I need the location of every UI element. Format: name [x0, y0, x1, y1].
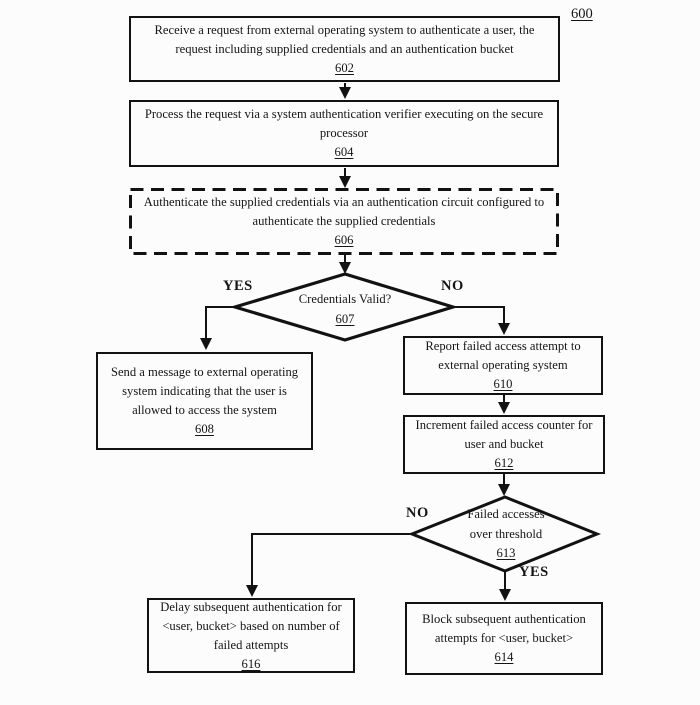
- step-612-ref: 612: [494, 456, 514, 470]
- arrowhead-606-607: [339, 262, 351, 274]
- arrowhead-612-613: [498, 484, 510, 496]
- label-613-yes: YES: [519, 564, 549, 580]
- arrowhead-613-614: [499, 589, 511, 601]
- step-616-ref: 616: [241, 656, 261, 671]
- label-607-no: NO: [441, 278, 464, 294]
- step-616-text: Delay subsequent authentication for <use…: [160, 599, 342, 652]
- step-604-ref: 604: [334, 145, 354, 159]
- step-606-ref: 606: [334, 232, 354, 247]
- arrowhead-613-616: [246, 585, 258, 597]
- step-610-ref: 610: [493, 377, 513, 391]
- step-616: Delay subsequent authentication for <use…: [147, 598, 355, 673]
- decision-607-text: Credentials Valid?: [298, 292, 392, 306]
- label-613-no: NO: [406, 505, 429, 521]
- edge-607-yes-to-608: [205, 306, 235, 339]
- edge-613-no-to-616: [251, 533, 412, 586]
- step-614: Block subsequent authentication attempts…: [405, 602, 603, 675]
- label-607-yes: YES: [223, 278, 253, 294]
- step-608-ref: 608: [195, 422, 214, 436]
- edge-607-no-to-610: [453, 306, 505, 324]
- decision-613-text: Failed accesses over threshold: [467, 507, 545, 541]
- step-608-text: Send a message to external operating sys…: [110, 365, 299, 417]
- step-606: Authenticate the supplied credentials vi…: [134, 190, 554, 252]
- arrowhead-610-612: [498, 402, 510, 414]
- decision-613: Failed accesses over threshold 613: [458, 505, 554, 564]
- arrowhead-607-608: [200, 338, 212, 350]
- arrowhead-604-606: [339, 176, 351, 188]
- step-606-text: Authenticate the supplied credentials vi…: [143, 194, 545, 228]
- step-612: Increment failed access counter for user…: [403, 415, 605, 474]
- step-608: Send a message to external operating sys…: [96, 352, 313, 450]
- decision-607-shape: [229, 272, 459, 342]
- step-614-text: Block subsequent authentication attempts…: [422, 612, 586, 645]
- arrowhead-602-604: [339, 87, 351, 99]
- decision-607-ref: 607: [335, 311, 355, 326]
- arrowhead-607-610: [498, 323, 510, 335]
- step-612-text: Increment failed access counter for user…: [415, 418, 593, 451]
- step-604: Process the request via a system authent…: [129, 100, 559, 167]
- decision-613-ref: 613: [496, 546, 516, 560]
- step-602-ref: 602: [335, 60, 354, 75]
- step-610-text: Report failed access attempt to external…: [425, 339, 581, 372]
- step-606-border: [129, 188, 559, 255]
- step-610: Report failed access attempt to external…: [403, 336, 603, 395]
- step-614-ref: 614: [494, 650, 514, 664]
- step-604-text: Process the request via a system authent…: [144, 107, 544, 140]
- step-602: Receive a request from external operatin…: [129, 16, 560, 82]
- step-602-text: Receive a request from external operatin…: [154, 22, 535, 56]
- figure-number: 600: [571, 6, 593, 22]
- decision-607: Credentials Valid? 607: [265, 290, 425, 329]
